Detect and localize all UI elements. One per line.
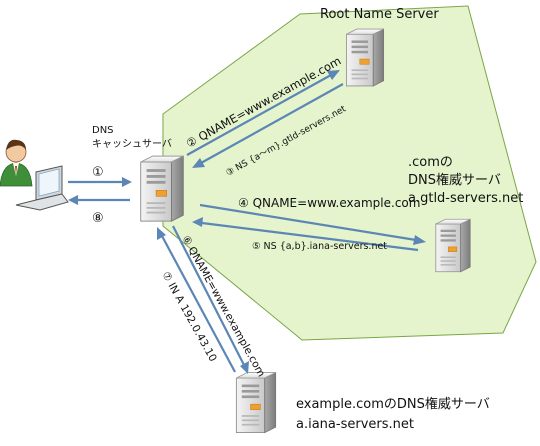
arrow-step-1-head xyxy=(122,177,132,187)
arrow-step-6 xyxy=(172,225,245,366)
root-name-server-icon xyxy=(345,28,385,87)
arrow-step-2-head xyxy=(327,70,340,80)
root-server-label: Root Name Server xyxy=(320,7,439,22)
arrow-step-5-head xyxy=(192,217,203,227)
arrow-step-3-head xyxy=(192,158,205,168)
example-server-label-2: a.iana-servers.net xyxy=(296,417,414,432)
com-server-label-2: DNS権威サーバ xyxy=(408,172,501,188)
user-laptop-icon xyxy=(0,139,69,211)
step-1-label: ① xyxy=(92,165,104,180)
arrow-step-4-head xyxy=(413,235,426,245)
com-server-label-3: a.gtld-servers.net xyxy=(408,191,523,206)
arrow-step-7 xyxy=(161,235,236,373)
cache-server-label-dns: DNS xyxy=(92,125,114,136)
cache-server-label-name: キャッシュサーバ xyxy=(92,138,172,150)
arrow-step-6-head xyxy=(240,361,249,374)
step-4-label: ④ QNAME=www.example.com xyxy=(238,196,420,210)
arrow-step-5 xyxy=(201,221,419,252)
arrow-step-7-head xyxy=(157,227,166,240)
example-authoritative-server-icon xyxy=(235,371,277,434)
step-5-label: ⑤ NS {a,b}.iana-servers.net xyxy=(252,241,387,252)
arrow-step-8-head xyxy=(68,195,78,205)
cache-server-icon xyxy=(140,155,184,222)
com-server-label-1: .comの xyxy=(408,155,453,170)
arrow-step-2 xyxy=(186,74,332,156)
example-server-label-1: example.comのDNS権威サーバ xyxy=(296,396,490,412)
step-8-label: ⑧ xyxy=(92,211,104,226)
arrow-step-3 xyxy=(200,83,344,164)
arrow-step-4 xyxy=(199,203,417,242)
com-authoritative-server-icon xyxy=(435,218,471,273)
